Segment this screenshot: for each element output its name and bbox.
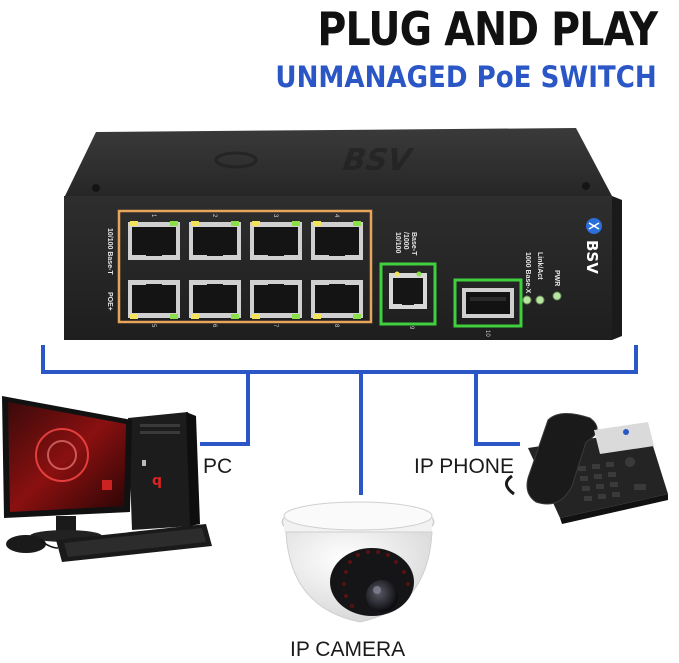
pwr-label: PWR xyxy=(553,270,560,286)
sfp-port-number: 10 xyxy=(484,330,490,337)
uplink-port-outline xyxy=(379,262,437,326)
switch-top-brand: BSV xyxy=(337,143,416,178)
poe-port xyxy=(250,221,302,260)
port-led-green xyxy=(353,221,361,226)
poe-ports: 1 2 3 4 5 6 7 8 xyxy=(128,214,363,328)
headline-subtitle: UNMANAGED PoE SWITCH xyxy=(275,60,657,94)
poe-port xyxy=(189,280,241,319)
phone-connector-line xyxy=(474,372,520,446)
port-led-yellow xyxy=(130,314,138,319)
port-led-yellow xyxy=(313,314,321,319)
port-led-yellow xyxy=(191,221,199,226)
port-led-yellow xyxy=(252,221,260,226)
uplink-port-number: 9 xyxy=(408,326,414,330)
port-led-green xyxy=(292,314,300,319)
mouse-icon xyxy=(6,535,46,553)
poe-port xyxy=(250,280,302,319)
port-led-green xyxy=(231,221,239,226)
sfp-led xyxy=(522,295,532,305)
link-act-label: Link/Act xyxy=(536,252,543,280)
port-led-green xyxy=(170,221,178,226)
uplink-port xyxy=(389,271,427,309)
phone-handset xyxy=(526,413,598,505)
link-act-led xyxy=(535,295,545,305)
poe-port xyxy=(311,221,363,260)
switch-front-brand: BSV xyxy=(583,240,601,274)
switch-top-logo: BSV xyxy=(214,143,416,178)
pc-illustration: q xyxy=(2,396,212,562)
port-led-yellow xyxy=(313,221,321,226)
port-led-yellow xyxy=(130,221,138,226)
port-led-green xyxy=(170,314,178,319)
port-led-yellow xyxy=(252,314,260,319)
port-led-yellow xyxy=(191,314,199,319)
sfp-port xyxy=(462,288,514,318)
poe-port xyxy=(128,280,180,319)
switch-poe-label: POE+ xyxy=(106,292,113,311)
poe-port xyxy=(311,280,363,319)
poe-port-number: 3 xyxy=(272,214,278,218)
uplink-speed-line-3: Base-T xyxy=(410,232,417,256)
sfp-speed-label: 1000 Base-X xyxy=(524,252,531,294)
poe-switch: BSV 10/100 Base-T POE+ 1 2 3 4 5 6 7 8 10/100 /… xyxy=(64,128,622,340)
switch-front-logo: BSV xyxy=(583,218,602,274)
port-led-green xyxy=(292,221,300,226)
pwr-led xyxy=(552,291,562,301)
pc-tower-brand-icon: q xyxy=(152,473,162,489)
poe-port-number: 1 xyxy=(150,214,156,218)
connection-lines xyxy=(41,345,638,495)
switch-speed-label: 10/100 Base-T xyxy=(106,228,113,275)
status-leds xyxy=(522,291,562,305)
poe-port-number: 8 xyxy=(333,324,339,328)
pc-label: PC xyxy=(203,455,233,478)
poe-port-number: 4 xyxy=(333,214,339,218)
poe-port-number: 5 xyxy=(150,324,156,328)
sfp-port-outline xyxy=(453,278,523,328)
ip-camera-label: IP CAMERA xyxy=(290,638,406,661)
port-led-green xyxy=(353,314,361,319)
headline-title: PLUG AND PLAY xyxy=(317,2,658,56)
ip-phone-illustration xyxy=(505,413,668,524)
poe-port-block-outline xyxy=(117,209,373,324)
uplink-speed-line-2: /1000 xyxy=(402,232,409,250)
poe-port-number: 6 xyxy=(211,324,217,328)
switch-bracket-line xyxy=(41,345,638,374)
poe-port xyxy=(128,221,180,260)
port-led-green xyxy=(231,314,239,319)
poe-port xyxy=(189,221,241,260)
switch-side-face xyxy=(612,196,622,340)
phone-display xyxy=(594,422,654,454)
poe-port-number: 2 xyxy=(211,214,217,218)
camera-lens-icon xyxy=(366,580,398,612)
uplink-speed-line-1: 10/100 xyxy=(394,232,401,254)
ip-phone-label: IP PHONE xyxy=(414,455,514,478)
poe-port-number: 7 xyxy=(272,324,278,328)
switch-top-face xyxy=(64,128,612,198)
pc-connector-line xyxy=(200,372,250,446)
ip-camera-illustration xyxy=(281,501,435,623)
